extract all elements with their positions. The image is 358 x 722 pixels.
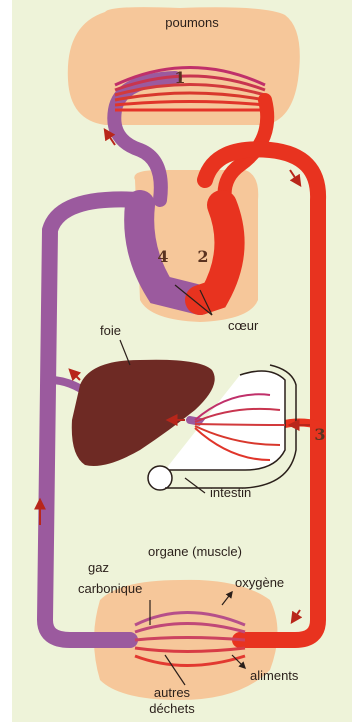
- label-waste-line2: déchets: [149, 701, 195, 716]
- label-heart: cœur: [228, 318, 259, 333]
- number-intestine-junction: 3: [314, 425, 325, 444]
- number-right-heart: 4: [157, 247, 168, 266]
- label-co2-line2: carbonique: [78, 581, 142, 596]
- label-intestine: intestin: [210, 485, 251, 500]
- number-left-heart: 2: [197, 247, 208, 266]
- label-lungs: poumons: [165, 15, 219, 30]
- number-lung-circuit: 1: [174, 68, 185, 87]
- label-nutrients: aliments: [250, 668, 299, 683]
- label-organ: organe (muscle): [148, 544, 242, 559]
- label-oxygen: oxygène: [235, 575, 284, 590]
- label-co2-line1: gaz: [88, 560, 109, 575]
- label-liver: foie: [100, 323, 121, 338]
- label-waste-line1: autres: [154, 685, 191, 700]
